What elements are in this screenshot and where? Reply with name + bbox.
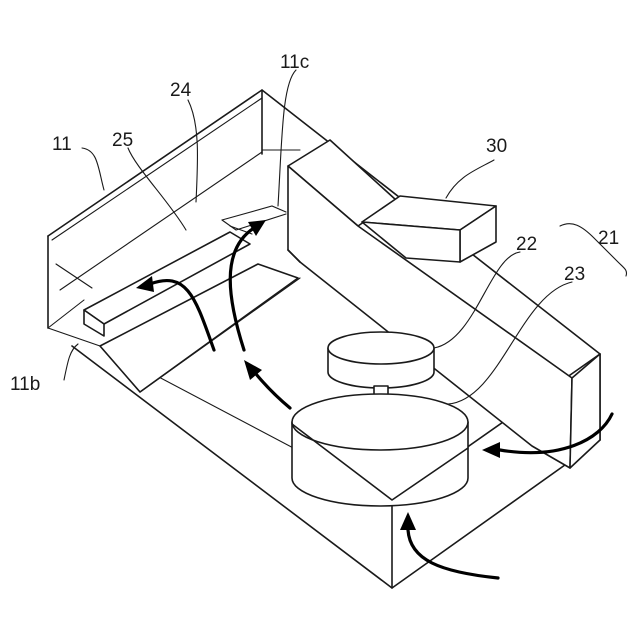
label-25: 25	[112, 130, 133, 151]
fan-lower-23	[292, 394, 468, 506]
label-11c: 11c	[280, 52, 309, 73]
label-21: 21	[598, 228, 619, 249]
label-30: 30	[486, 136, 507, 157]
label-11b: 11b	[10, 374, 40, 395]
ramp	[100, 264, 300, 392]
label-23: 23	[564, 264, 585, 285]
label-22: 22	[516, 234, 537, 255]
label-11: 11	[52, 134, 72, 155]
label-24: 24	[170, 80, 192, 101]
